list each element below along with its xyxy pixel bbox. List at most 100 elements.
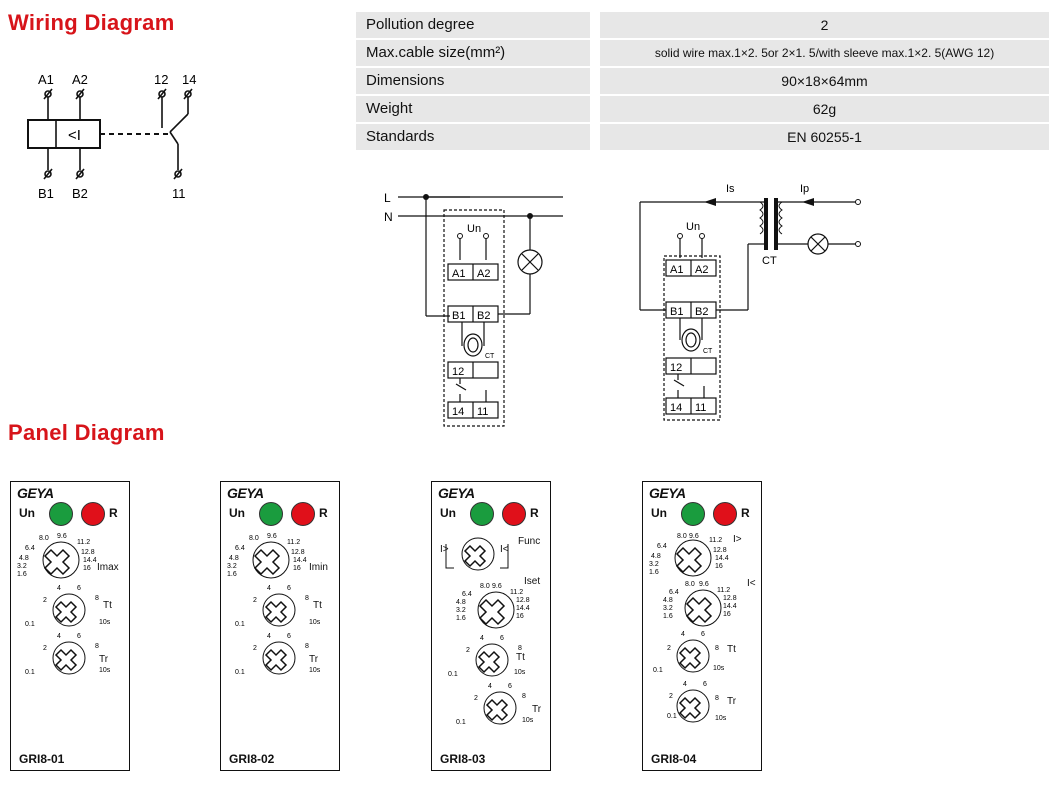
svg-text:8: 8 — [305, 643, 309, 650]
svg-text:8.0: 8.0 — [249, 535, 259, 542]
svg-text:9.6: 9.6 — [492, 583, 502, 590]
svg-text:4: 4 — [267, 585, 271, 592]
terminal-a2-label: A2 — [72, 72, 88, 87]
b2-label: B2 — [477, 310, 490, 322]
led-red — [81, 502, 105, 526]
svg-text:8: 8 — [95, 643, 99, 650]
brand-logo: GEYA — [17, 485, 54, 501]
r-label: R — [530, 506, 539, 520]
svg-text:0.1: 0.1 — [448, 671, 458, 678]
svg-text:1.6: 1.6 — [17, 571, 27, 578]
svg-text:4: 4 — [480, 635, 484, 642]
svg-text:3.2: 3.2 — [649, 561, 659, 568]
t11-label: 11 — [477, 406, 488, 418]
svg-text:14.4: 14.4 — [83, 557, 97, 564]
a1-label: A1 — [452, 268, 465, 280]
knob-label-tr: Tr — [309, 654, 319, 665]
ct-small-label: CT — [703, 348, 713, 355]
svg-text:3.2: 3.2 — [227, 563, 237, 570]
spec-label: Pollution degree — [356, 12, 590, 38]
un-label: Un — [19, 506, 35, 520]
svg-text:10s: 10s — [713, 665, 725, 672]
svg-text:3.2: 3.2 — [17, 563, 27, 570]
spec-value: EN 60255-1 — [600, 124, 1049, 150]
model-label: GRI8-04 — [651, 752, 697, 766]
spec-label: Standards — [356, 124, 590, 150]
svg-text:9.6: 9.6 — [689, 533, 699, 540]
t11-label: 11 — [695, 402, 706, 414]
svg-text:11.2: 11.2 — [510, 589, 523, 596]
svg-text:4: 4 — [683, 681, 687, 688]
brand-logo: GEYA — [227, 485, 264, 501]
t14-label: 14 — [452, 406, 464, 418]
svg-text:2: 2 — [43, 645, 47, 652]
ct-label: CT — [485, 353, 495, 360]
svg-text:6.4: 6.4 — [462, 591, 472, 598]
un-label: Un — [440, 506, 456, 520]
svg-text:2: 2 — [466, 647, 470, 654]
terminal-11-label: 11 — [172, 186, 186, 201]
brand-logo: GEYA — [649, 485, 686, 501]
svg-text:6: 6 — [703, 681, 707, 688]
model-label: GRI8-03 — [440, 752, 486, 766]
is-label: Is — [726, 183, 735, 195]
circuit-transformer: Is Ip Un CT A1 A2 B1 B2 CT 12 14 11 — [639, 183, 861, 421]
svg-text:11.2: 11.2 — [287, 539, 300, 546]
terminal-14-label: 14 — [182, 72, 196, 87]
svg-text:6: 6 — [701, 631, 705, 638]
svg-text:4: 4 — [681, 631, 685, 638]
svg-text:10s: 10s — [715, 715, 727, 722]
svg-text:0.1: 0.1 — [25, 669, 35, 676]
knob-label-tr: Tr — [99, 654, 109, 665]
knob-label-tt: Tt — [516, 652, 525, 663]
svg-text:8: 8 — [715, 645, 719, 652]
svg-text:0.1: 0.1 — [653, 667, 663, 674]
knob-label-tr: Tr — [532, 704, 542, 715]
terminal-12-label: 12 — [154, 72, 168, 87]
led-red — [713, 502, 737, 526]
i-gt-label: I> — [440, 544, 449, 555]
func-label: Func — [518, 536, 541, 547]
a1-label: A1 — [670, 264, 683, 276]
knob-function — [445, 537, 509, 571]
ct-label: CT — [762, 255, 777, 267]
svg-text:8: 8 — [305, 595, 309, 602]
svg-text:10s: 10s — [309, 667, 321, 674]
svg-text:8.0: 8.0 — [677, 533, 687, 540]
led-green — [470, 502, 494, 526]
led-green — [49, 502, 73, 526]
t12-label: 12 — [452, 366, 464, 378]
svg-text:3.2: 3.2 — [456, 607, 466, 614]
svg-text:0.1: 0.1 — [456, 719, 466, 726]
svg-text:6: 6 — [500, 635, 504, 642]
circuit-direct: L N Un A1 A2 B1 B2 CT 12 14 11 — [384, 191, 563, 427]
r-label: R — [319, 506, 328, 520]
svg-text:2: 2 — [253, 597, 257, 604]
svg-text:8.0: 8.0 — [480, 583, 490, 590]
knob-label-tr: Tr — [727, 696, 737, 707]
spec-label: Dimensions — [356, 68, 590, 94]
svg-text:2: 2 — [253, 645, 257, 652]
knob-label-tt: Tt — [727, 644, 736, 655]
svg-text:12.8: 12.8 — [81, 549, 95, 556]
svg-text:1.6: 1.6 — [663, 613, 673, 620]
ip-label: Ip — [800, 183, 809, 195]
svg-text:8.0: 8.0 — [39, 535, 49, 542]
svg-text:12.8: 12.8 — [713, 547, 727, 554]
svg-text:10s: 10s — [99, 619, 111, 626]
svg-text:16: 16 — [293, 565, 301, 572]
led-green — [681, 502, 705, 526]
svg-text:14.4: 14.4 — [715, 555, 729, 562]
r-label: R — [109, 506, 118, 520]
svg-text:9.6: 9.6 — [57, 533, 67, 540]
svg-text:16: 16 — [723, 611, 731, 618]
terminal-b1-label: B1 — [38, 186, 54, 201]
knob-label-imin: Imin — [309, 562, 328, 573]
svg-text:8: 8 — [518, 645, 522, 652]
